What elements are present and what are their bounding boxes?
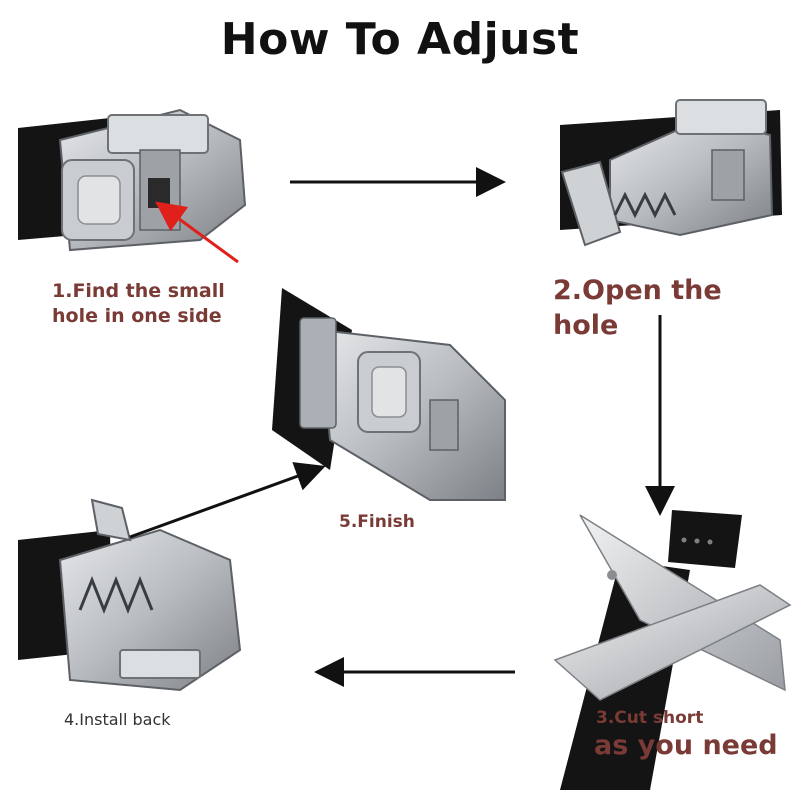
step-5-label: 5.Finish bbox=[339, 512, 415, 532]
scissors-icon bbox=[553, 510, 792, 790]
buckle-closed-icon bbox=[18, 108, 247, 252]
step-2-label: 2.Open the hole bbox=[553, 275, 722, 342]
buckle-install-icon bbox=[18, 498, 242, 692]
step-4-label: 4.Install back bbox=[64, 710, 171, 729]
pointer-arrow bbox=[155, 201, 239, 264]
flow-arrow-icon bbox=[129, 462, 326, 539]
buckle-open-icon bbox=[560, 99, 782, 247]
step-3-label-line1: 3.Cut short bbox=[596, 708, 704, 728]
page-title: How To Adjust bbox=[220, 14, 580, 65]
step-3-label-line2: as you need bbox=[594, 730, 778, 761]
buckle-finished-icon bbox=[272, 288, 506, 501]
step-1-label: 1.Find the small hole in one side bbox=[52, 280, 225, 327]
